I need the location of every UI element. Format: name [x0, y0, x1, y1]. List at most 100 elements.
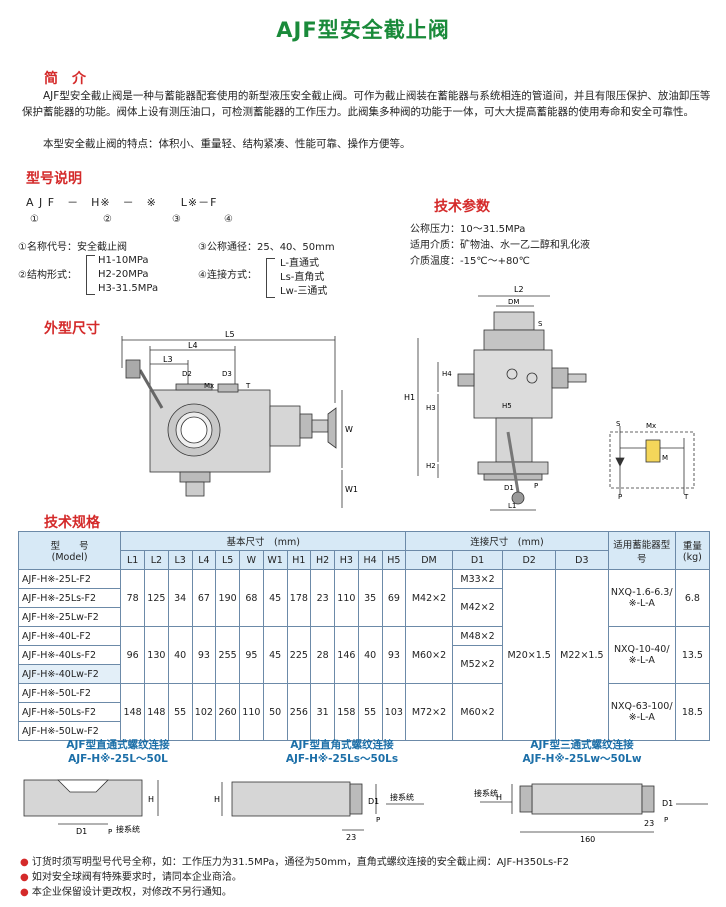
- value-cell: 55: [167, 683, 193, 741]
- head-acc: 适用蓄能器型号: [607, 531, 676, 570]
- dim-t: T: [245, 382, 251, 390]
- d1-cell: M52×2: [451, 645, 504, 684]
- schem-s: S: [616, 420, 621, 428]
- value-cell: 40: [357, 626, 383, 684]
- conn-2-d1: D1: [368, 797, 379, 806]
- model-code: A J F － H※ － ※ L※－F: [26, 196, 218, 209]
- dim-s: S: [538, 320, 543, 328]
- model-item-2: ②结构形式：: [18, 270, 77, 281]
- conn-3-d1: D1: [662, 799, 673, 808]
- value-cell: 40: [167, 626, 193, 684]
- dim-d2: D2: [182, 370, 192, 378]
- bullet-icon: ●: [20, 887, 32, 898]
- d1-cell: M42×2: [451, 588, 504, 627]
- conn-3-23: 23: [644, 819, 654, 828]
- value-cell: 55: [357, 683, 383, 741]
- model-item-4-opt-2: Ls-直角式: [280, 272, 325, 283]
- value-cell: 190: [215, 569, 240, 627]
- col-l2: L2: [144, 550, 169, 570]
- col-d1: D1: [451, 550, 504, 570]
- value-cell: 69: [381, 569, 407, 627]
- col-h5: H5: [381, 550, 407, 570]
- value-cell: M42×2: [405, 569, 453, 627]
- dim-l5: L5: [225, 330, 235, 339]
- conn-1-p: P: [108, 828, 112, 836]
- col-d3: D3: [555, 550, 609, 570]
- model-item-1: ①名称代号：安全截止阀: [18, 242, 127, 253]
- table-row: AJF-H※-40Ls-F2 M52×2: [17, 645, 710, 684]
- dim-h4: H4: [442, 370, 452, 378]
- model-item-4: ④连接方式：: [198, 270, 257, 281]
- weight-cell: 6.8: [674, 569, 711, 627]
- weight-cell: 13.5: [674, 626, 711, 684]
- conn-3-h: H: [496, 793, 502, 802]
- conn-3-drawing: H D1 P 接系统 23 160: [474, 783, 708, 844]
- value-cell: M60×2: [405, 626, 453, 684]
- model-heading: 型号说明: [26, 171, 82, 187]
- model-cell: AJF-H※-40L-F2: [17, 626, 122, 646]
- dim-d1: D1: [504, 484, 514, 492]
- model-item-2-brace: [86, 255, 95, 295]
- model-cell: AJF-H※-40Ls-F2: [17, 645, 122, 665]
- accumulator-cell: NXQ-10-40/※-L-A: [607, 626, 676, 684]
- value-cell: 96: [120, 626, 145, 684]
- tech-line-3: 介质温度：-15℃～+80℃: [410, 256, 530, 267]
- value-cell: 23: [310, 569, 335, 627]
- table-row: AJF-H※-40Lw-F2: [17, 664, 710, 684]
- conn-3-p: P: [664, 816, 668, 824]
- col-l5: L5: [215, 550, 240, 570]
- intro-paragraph-2: 本型安全截止阀的特点：体积小、重量轻、结构紧凑、性能可靠、操作方便等。: [43, 138, 411, 150]
- col-w: W: [239, 550, 264, 570]
- model-cell: AJF-H※-25L-F2: [17, 569, 122, 589]
- intro-paragraph-1: AJF型安全截止阀是一种与蓄能器配套使用的新型液压安全截止阀。可作为截止阀装在蓄…: [22, 90, 711, 118]
- dim-h5: H5: [502, 402, 512, 410]
- head-model: 型 号(Model): [17, 531, 122, 570]
- value-cell: 50: [262, 683, 288, 741]
- value-cell: 146: [334, 626, 359, 684]
- conn-2-sys: 接系统: [390, 792, 414, 802]
- col-dm: DM: [405, 550, 453, 570]
- col-h1: H1: [286, 550, 312, 570]
- value-cell: 78: [120, 569, 145, 627]
- head-wt: 重量(kg): [674, 531, 711, 570]
- value-cell: 148: [144, 683, 169, 741]
- head-conn: 连接尺寸 (mm): [405, 531, 609, 551]
- col-l3: L3: [167, 550, 193, 570]
- col-l1: L1: [120, 550, 145, 570]
- conn-2-h: H: [214, 795, 220, 804]
- page-title: AJF型安全截止阀: [276, 18, 450, 42]
- side-view-drawing: L2 DM S H4 H1 H3 H5 H2 D1 P L1: [404, 285, 587, 511]
- dim-h1: H1: [404, 393, 415, 402]
- tech-line-1: 公称压力：10～31.5MPa: [410, 224, 526, 235]
- d1-cell: M33×2: [451, 569, 504, 589]
- conn-3-160: 160: [580, 835, 595, 844]
- accumulator-cell: NXQ-1.6-6.3/※-L-A: [607, 569, 676, 627]
- note-2: ● 如对安全球阀有特殊要求时，请同本企业商洽。: [20, 872, 242, 883]
- model-item-2-opt-2: H2-20MPa: [98, 269, 149, 280]
- value-cell: 225: [286, 626, 312, 684]
- table-row: AJF-H※-50Lw-F2: [17, 721, 710, 741]
- value-cell: 125: [144, 569, 169, 627]
- d1-cell: M48×2: [451, 626, 504, 646]
- model-item-2-opt-1: H1-10MPa: [98, 255, 149, 266]
- value-cell: 255: [215, 626, 240, 684]
- bullet-icon: ●: [20, 857, 32, 868]
- model-item-3: ③公称通径：25、40、50mm: [198, 242, 335, 253]
- schem-mx: Mx: [646, 422, 656, 430]
- conn-1-d1: D1: [76, 827, 87, 836]
- col-d2: D2: [502, 550, 556, 570]
- dim-l4: L4: [188, 341, 198, 350]
- value-cell: 35: [357, 569, 383, 627]
- value-cell: 102: [191, 683, 217, 741]
- weight-cell: 18.5: [674, 683, 711, 741]
- value-cell: 95: [239, 626, 264, 684]
- dim-d3: D3: [222, 370, 232, 378]
- front-view-drawing: L5 L4 L3 D2 D3 Mx T W W1: [121, 330, 358, 508]
- value-cell: 68: [239, 569, 264, 627]
- dim-p: P: [534, 482, 538, 490]
- value-cell: 178: [286, 569, 312, 627]
